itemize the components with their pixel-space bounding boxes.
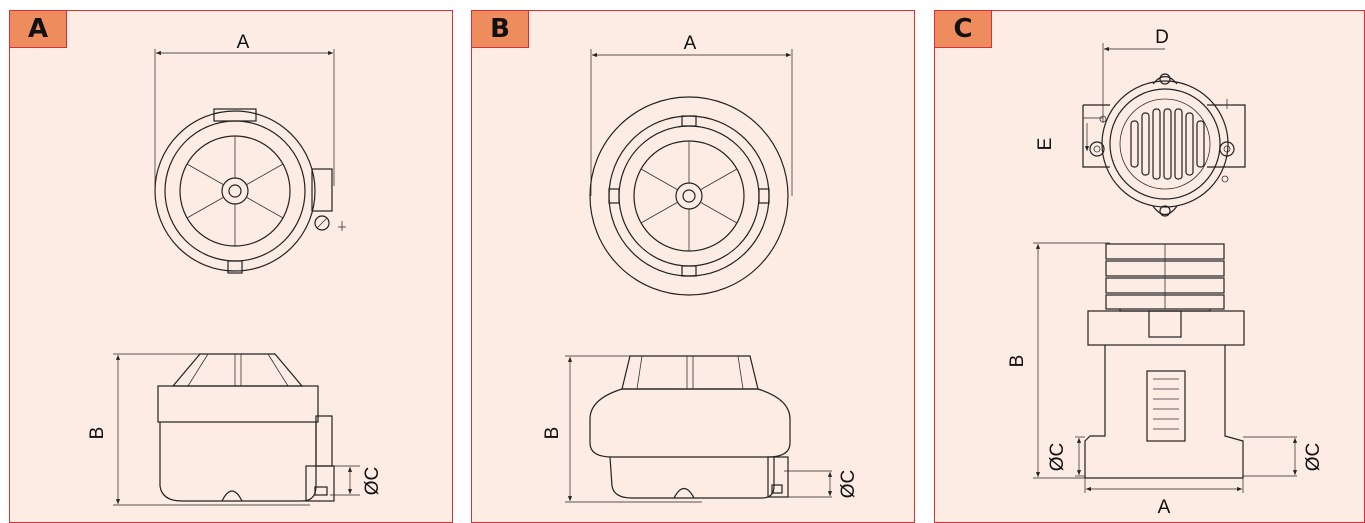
panel-b-dim-a: A xyxy=(684,33,697,54)
panel-c-dim-d: D xyxy=(1155,27,1169,48)
panel-a-dim-a: A xyxy=(237,32,250,53)
panel-a-badge: A xyxy=(10,11,67,48)
panel-c-dim-b: B xyxy=(1007,355,1028,368)
panel-b-badge: B xyxy=(472,11,529,48)
panel-b-top-view: A xyxy=(589,33,793,296)
panel-b-drawing: A B xyxy=(542,33,859,503)
panel-c-dim-e: E xyxy=(1035,138,1056,151)
panel-c-top-view: D E xyxy=(1035,27,1246,217)
panel-c-side-view: B ØC ØC xyxy=(1007,242,1324,518)
panel-c-dim-c-left: ØC xyxy=(1047,443,1068,472)
panel-c-dim-c-right: ØC xyxy=(1303,443,1324,472)
panel-a-dim-b: B xyxy=(87,427,108,440)
panel-a-dim-c: ØC xyxy=(362,467,383,496)
panel-c: C D E xyxy=(934,10,1365,523)
panel-b-side-view: B ØC xyxy=(542,355,859,503)
panel-b-dim-b: B xyxy=(542,427,563,440)
panel-b: B A xyxy=(471,10,915,523)
panel-b-dim-c: ØC xyxy=(838,470,859,499)
panel-c-badge: C xyxy=(935,11,992,48)
panel-c-dim-a: A xyxy=(1158,497,1171,518)
panel-a-top-view: A xyxy=(154,32,346,274)
panel-a-drawing: A B xyxy=(87,32,383,506)
panel-a-side-view: B ØC xyxy=(87,353,383,506)
panel-c-drawing: D E xyxy=(1007,27,1324,518)
panel-a: A A xyxy=(9,10,453,523)
